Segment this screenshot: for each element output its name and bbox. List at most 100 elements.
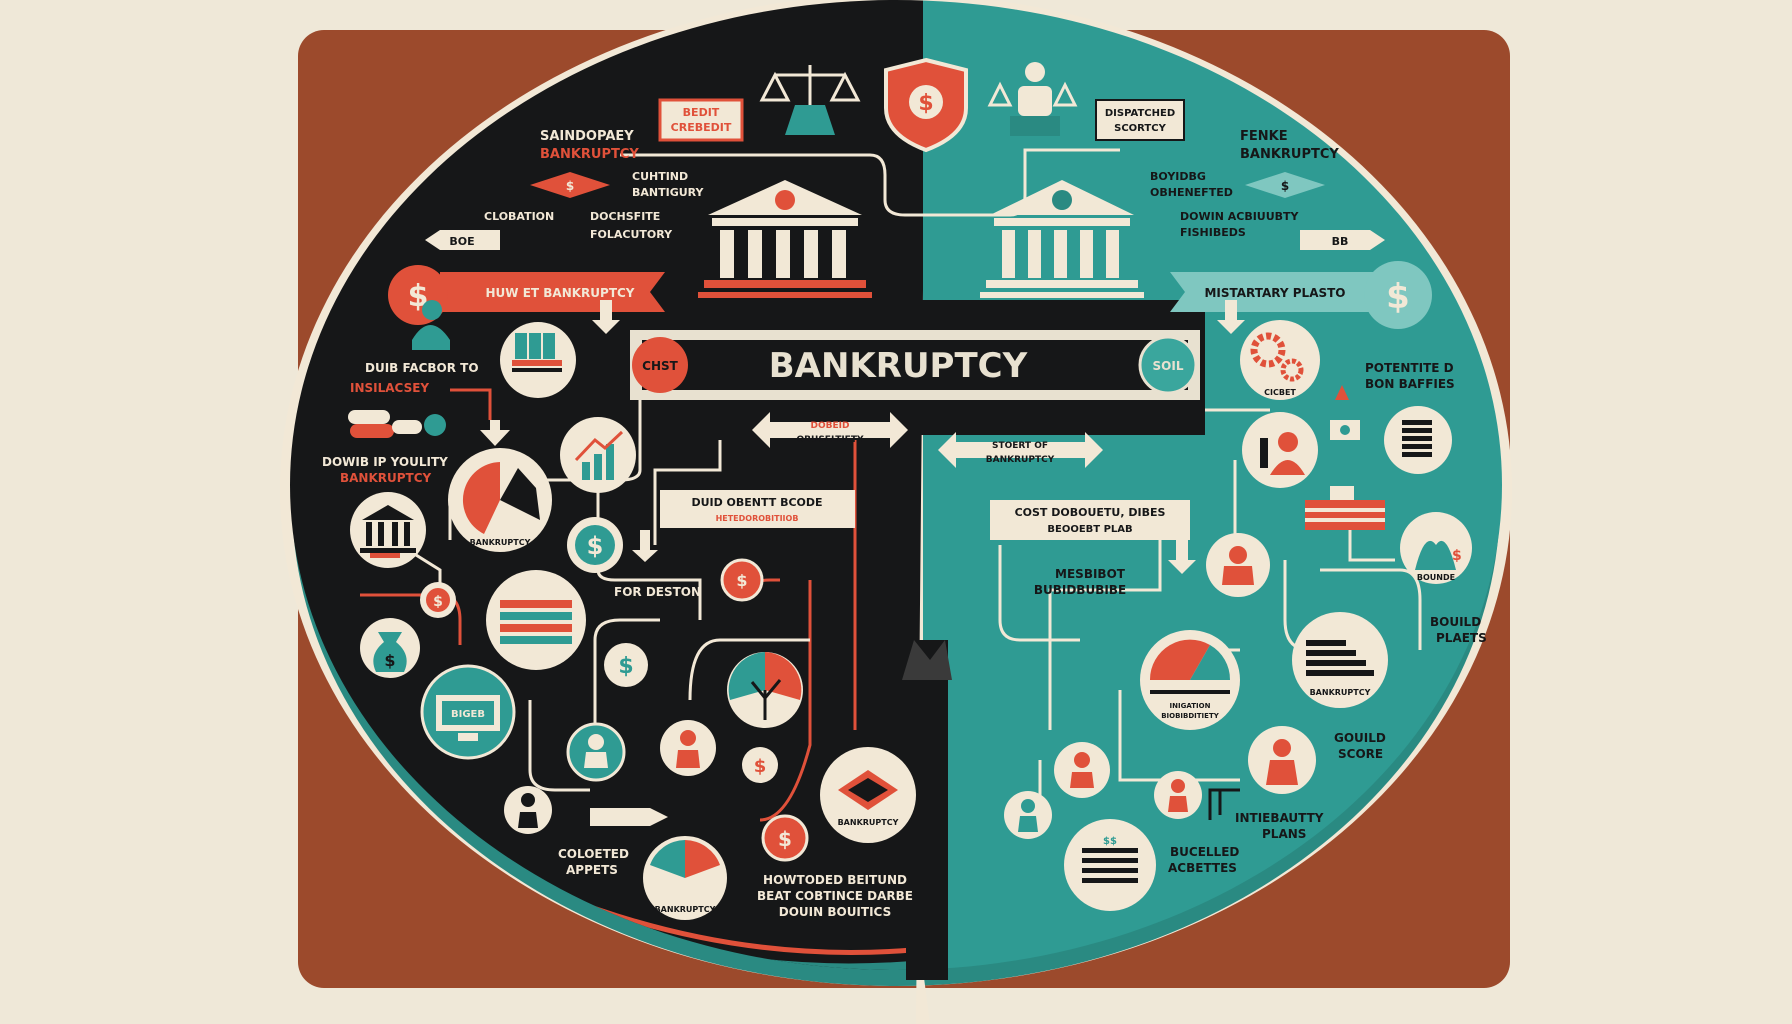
cover-a: DOWIB IP YOULITY [322,455,448,469]
person-teal-head [588,734,604,750]
buceled-a: BUCELLED [1170,845,1239,859]
monitor-screen [442,701,494,725]
collected-a: COLOETED [558,847,629,861]
chapter-a: CUHTIND [632,170,688,183]
credit-box-line2: CREBEDIT [671,121,732,134]
build-a: BOUILD [1430,615,1481,629]
bank-icon [360,505,416,553]
mesbot-b: BUBIDBUBIBE [1034,583,1126,597]
person-desk-circle [1242,412,1318,488]
for-deston: FOR DESTON [614,585,701,599]
build-b: PLAETS [1436,631,1487,645]
tag-left [425,230,500,250]
gauge-slice-red [685,840,720,878]
person-red-3-circle [1054,742,1110,798]
money-bag-icon [373,632,407,672]
dollar-coin-right [1364,261,1432,329]
potential-b: BON BAFFIES [1365,377,1455,391]
pie-slice-dark [500,468,540,520]
potential-a: POTENTITE D [1365,361,1454,375]
dispatched-line1: DISPATCHED [1105,108,1175,119]
pie-right-red [1149,639,1210,680]
discipline-a: DOCHSFITE [590,210,660,223]
person-left-icon [412,325,450,350]
bank-base-red [370,553,400,558]
person-dark-circle [504,786,552,834]
person-teal-3-circle [1154,771,1202,819]
footer-line2: BEAT COBTINCE DARBE [757,889,913,903]
pillar-top [902,640,952,680]
mesbot-a: MESBIBOT [1055,567,1126,581]
person-dark-icon [518,812,538,828]
person-red-3-head [1074,752,1090,768]
steps-label: BANKRUPTCY [1310,688,1371,697]
chapter-b: BANTIGURY [632,186,705,199]
down-b: FISHIBEDS [1180,226,1246,239]
left-badge [632,337,688,393]
pie-right-label1: INIGATION [1170,702,1211,710]
gear-icon [1250,332,1286,368]
center-banner-inner [642,340,1188,390]
note-box-left [660,490,855,528]
dispatched-box [1095,99,1185,141]
fence-a: FENKE [1240,129,1288,144]
note-left-line1: DUID OBENTT BCODE [691,496,822,509]
person-scales-icon [987,62,1078,136]
steps-icon [1306,640,1374,676]
person-desk-head [1278,432,1298,452]
pie-label: BANKRUPTCY [470,538,531,547]
dollar-circle-3 [604,643,648,687]
down-arrow-1 [592,300,620,334]
stack-icon-inner [848,778,888,802]
intense-a: INTIEBAUTTY [1235,811,1324,825]
header-b: BANKRUPTCY [540,147,639,162]
monitor-label: BIGEB [451,709,485,720]
cover-b: BANKRUPTCY [340,471,432,485]
growth-chart-icon [574,430,624,480]
person-teal-2-icon [1018,816,1038,832]
stripe-2 [1305,518,1385,522]
note-left-line2: HETEDOROBITIIOB [716,514,799,523]
money-bars-icon [512,333,562,372]
down-a: DOWIN ACBIUUBTY [1180,210,1300,223]
person-red-head [680,730,696,746]
person-red-4-head [1273,739,1291,757]
pie-slice-red [462,462,500,534]
person-red-right-circle [1206,533,1270,597]
down-arrow-right-1 [1217,300,1245,334]
collected-b: APPETS [566,863,618,877]
guild-b: SCORE [1338,747,1383,761]
gauge-label: BANKRUPTCY [655,905,716,914]
person-red-right-head [1229,546,1247,564]
books-icon [1402,420,1432,457]
arrow-left-double [752,412,908,448]
dispatched-line2: SCORTCY [1114,123,1166,134]
person-left-head [422,300,442,320]
refresh-circle [720,558,764,602]
arrow-right-line2: BANKRUPTCY [986,455,1055,465]
dollar-icon-3: $ [618,654,633,679]
note-right-line2: BEOOEBT PLAB [1047,524,1132,535]
footer-line3: DOUIN BOUITICS [779,905,891,919]
tag-right [1300,230,1385,250]
person-red-3-icon [1070,772,1094,788]
diamond-dollar: $ [566,179,574,193]
dividend-b: OBHENEFTED [1150,186,1233,199]
small-flame-icon [1335,385,1349,400]
cash-icon-dot [1340,425,1350,435]
footer-line1: HOWTODED BEITUND [763,873,907,887]
arrow-left-line2: OBUSELTIETY [797,435,864,445]
dollar-icon-teal: $ [587,532,604,560]
dollar-icon-4: $ [754,756,767,777]
credit-box-line1: BEDIT [683,106,720,119]
down-arrow-right-2 [1168,540,1196,574]
tag-left-label: BOE [449,235,474,248]
person-red-4-icon [1266,760,1298,785]
document-icon [1082,848,1138,883]
small-dollar-icon: $ [433,594,443,610]
person-dollar-label: BOUNDE [1417,573,1455,582]
discipline-b: FOLACUTORY [590,228,673,241]
dollar-circle-5 [761,814,809,862]
tree-icon [750,679,782,720]
